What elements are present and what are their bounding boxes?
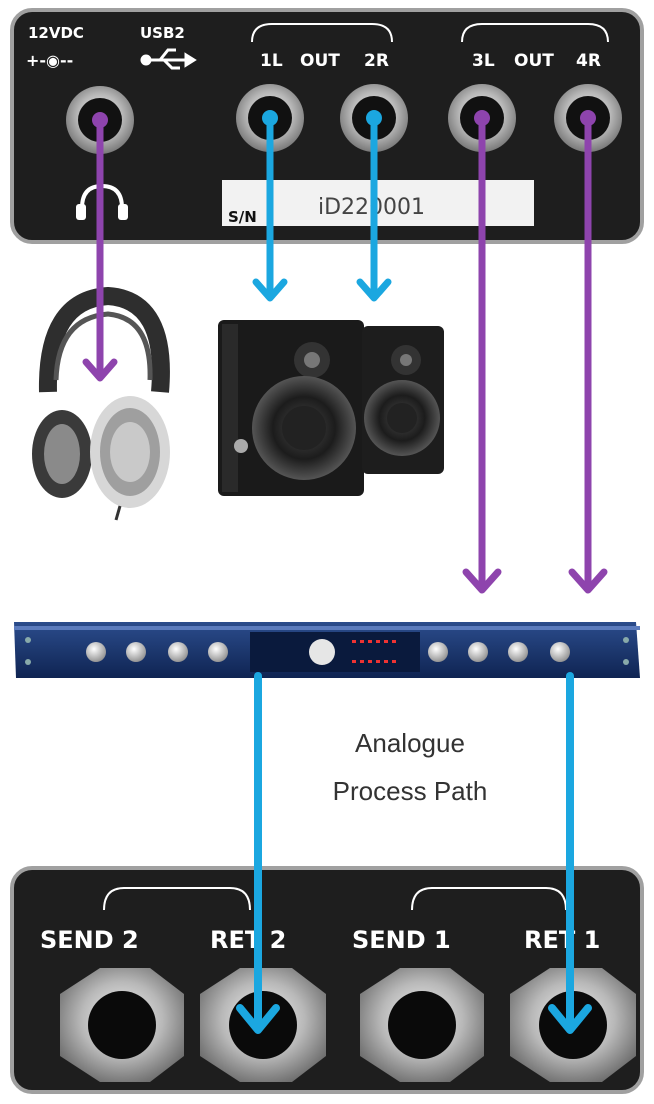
group-1-bracket xyxy=(411,887,567,911)
ret-1-label: RET 1 xyxy=(524,926,600,954)
out-4r-label: 4R xyxy=(576,51,601,71)
out-group-a-bracket xyxy=(251,23,393,43)
right-speaker xyxy=(362,326,444,474)
send-1-jack[interactable] xyxy=(360,968,484,1082)
send-1-label: SEND 1 xyxy=(352,926,451,954)
out-group-b-label: OUT xyxy=(514,51,554,71)
rack-processor xyxy=(14,622,640,678)
return-2-arrow xyxy=(236,672,280,1034)
group-2-bracket xyxy=(103,887,251,911)
caption-line-1: Analogue xyxy=(355,728,465,758)
return-1-arrow xyxy=(548,672,592,1034)
usb-icon xyxy=(140,48,197,70)
top-panel: 12VDC +-◉-- USB2 1L OUT 2R 3L OUT 4R xyxy=(10,8,644,244)
headphone-arrow xyxy=(82,112,118,382)
send-2-jack[interactable] xyxy=(60,968,184,1082)
bottom-panel: SEND 2 RET 2 SEND 1 RET 1 xyxy=(10,866,644,1094)
caption-line-2: Process Path xyxy=(333,776,488,806)
headphones-image xyxy=(32,286,170,521)
power-label: 12VDC xyxy=(28,24,84,42)
power-polarity-symbol: +-◉-- xyxy=(26,51,73,70)
rack-knobs-right xyxy=(428,642,570,662)
out-group-a-label: OUT xyxy=(300,51,340,71)
out-3l-arrow xyxy=(462,110,502,594)
rack-knobs-left xyxy=(86,642,228,662)
out-group-b-bracket xyxy=(461,23,609,43)
usb-label: USB2 xyxy=(140,24,185,42)
send-2-label: SEND 2 xyxy=(40,926,139,954)
out-2r-label: 2R xyxy=(364,51,389,71)
ret-2-label: RET 2 xyxy=(210,926,286,954)
left-speaker xyxy=(218,320,364,496)
out-3l-label: 3L xyxy=(472,51,495,71)
out-1l-arrow xyxy=(252,110,288,302)
serial-prefix: S/N xyxy=(228,208,257,226)
out-1l-label: 1L xyxy=(260,51,283,71)
out-4r-arrow xyxy=(568,110,608,594)
out-2r-arrow xyxy=(356,110,392,302)
rack-meter-leds xyxy=(352,640,396,663)
